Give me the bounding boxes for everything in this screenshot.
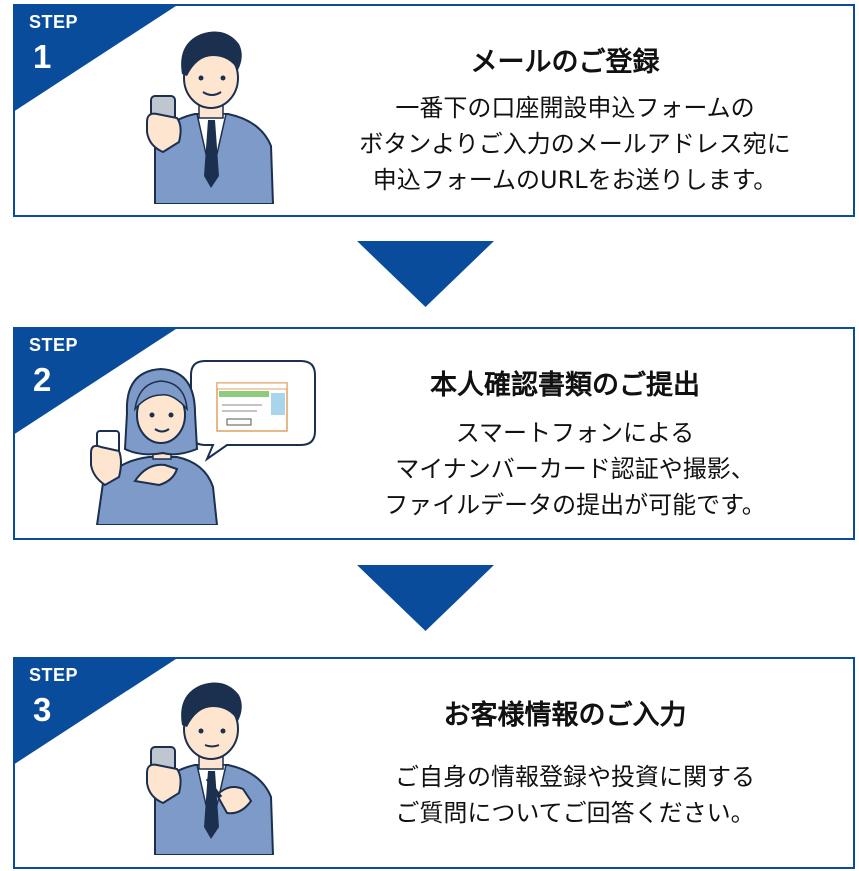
step-1-line-1: 一番下の口座開設申込フォームの	[395, 94, 755, 122]
man-with-phone-and-pen-illustration	[146, 682, 275, 855]
step-1-card: STEP 1 メールのご登録 一番下の口座開設申込フォームの ボタンよりご入力の…	[13, 4, 855, 217]
step-2-description: スマートフォンによる マイナンバーカード認証や撮影、 ファイルデータの提出が可能…	[305, 415, 845, 523]
step-2-label: STEP	[29, 335, 79, 355]
man-with-phone-illustration	[146, 31, 275, 204]
step-2-title: 本人確認書類のご提出	[430, 370, 700, 401]
step-2-card: STEP 2 本人確認書類のご提出 スマートフォンによる マイナ	[13, 327, 855, 540]
step-3-description: ご自身の情報登録や投資に関する ご質問についてご回答ください。	[305, 759, 845, 831]
step-2-line-2: マイナンバーカード認証や撮影、	[395, 455, 755, 483]
step-1-title: メールのご登録	[470, 47, 660, 78]
step-2-corner-badge	[15, 329, 176, 434]
down-triangle-icon	[357, 241, 494, 307]
step-3-title: お客様情報のご入力	[443, 700, 687, 731]
step-3-number: 3	[33, 691, 52, 728]
step-3-corner-badge	[15, 659, 176, 764]
step-1-line-2: ボタンよりご入力のメールアドレス宛に	[359, 130, 791, 158]
step-3-label: STEP	[29, 665, 79, 685]
step-2-number: 2	[33, 361, 52, 398]
down-triangle-icon	[357, 565, 494, 631]
step-1-line-3: 申込フォームのURLをお送りします。	[372, 166, 778, 194]
step-1-label: STEP	[29, 12, 79, 32]
step-1-corner-badge	[15, 6, 176, 111]
step-3-card: STEP 3 お客様情報のご入力 ご自身の情報登録や投資に関する ご質問について…	[13, 657, 855, 869]
step-1-number: 1	[33, 38, 52, 75]
step-1-description: 一番下の口座開設申込フォームの ボタンよりご入力のメールアドレス宛に 申込フォー…	[305, 90, 845, 198]
step-3-line-2: ご質問についてご回答ください。	[395, 799, 755, 827]
step-2-line-1: スマートフォンによる	[455, 419, 695, 447]
step-3-line-1: ご自身の情報登録や投資に関する	[395, 763, 755, 791]
step-2-line-3: ファイルデータの提出が可能です。	[384, 491, 766, 519]
woman-with-id-card-illustration	[90, 360, 316, 525]
